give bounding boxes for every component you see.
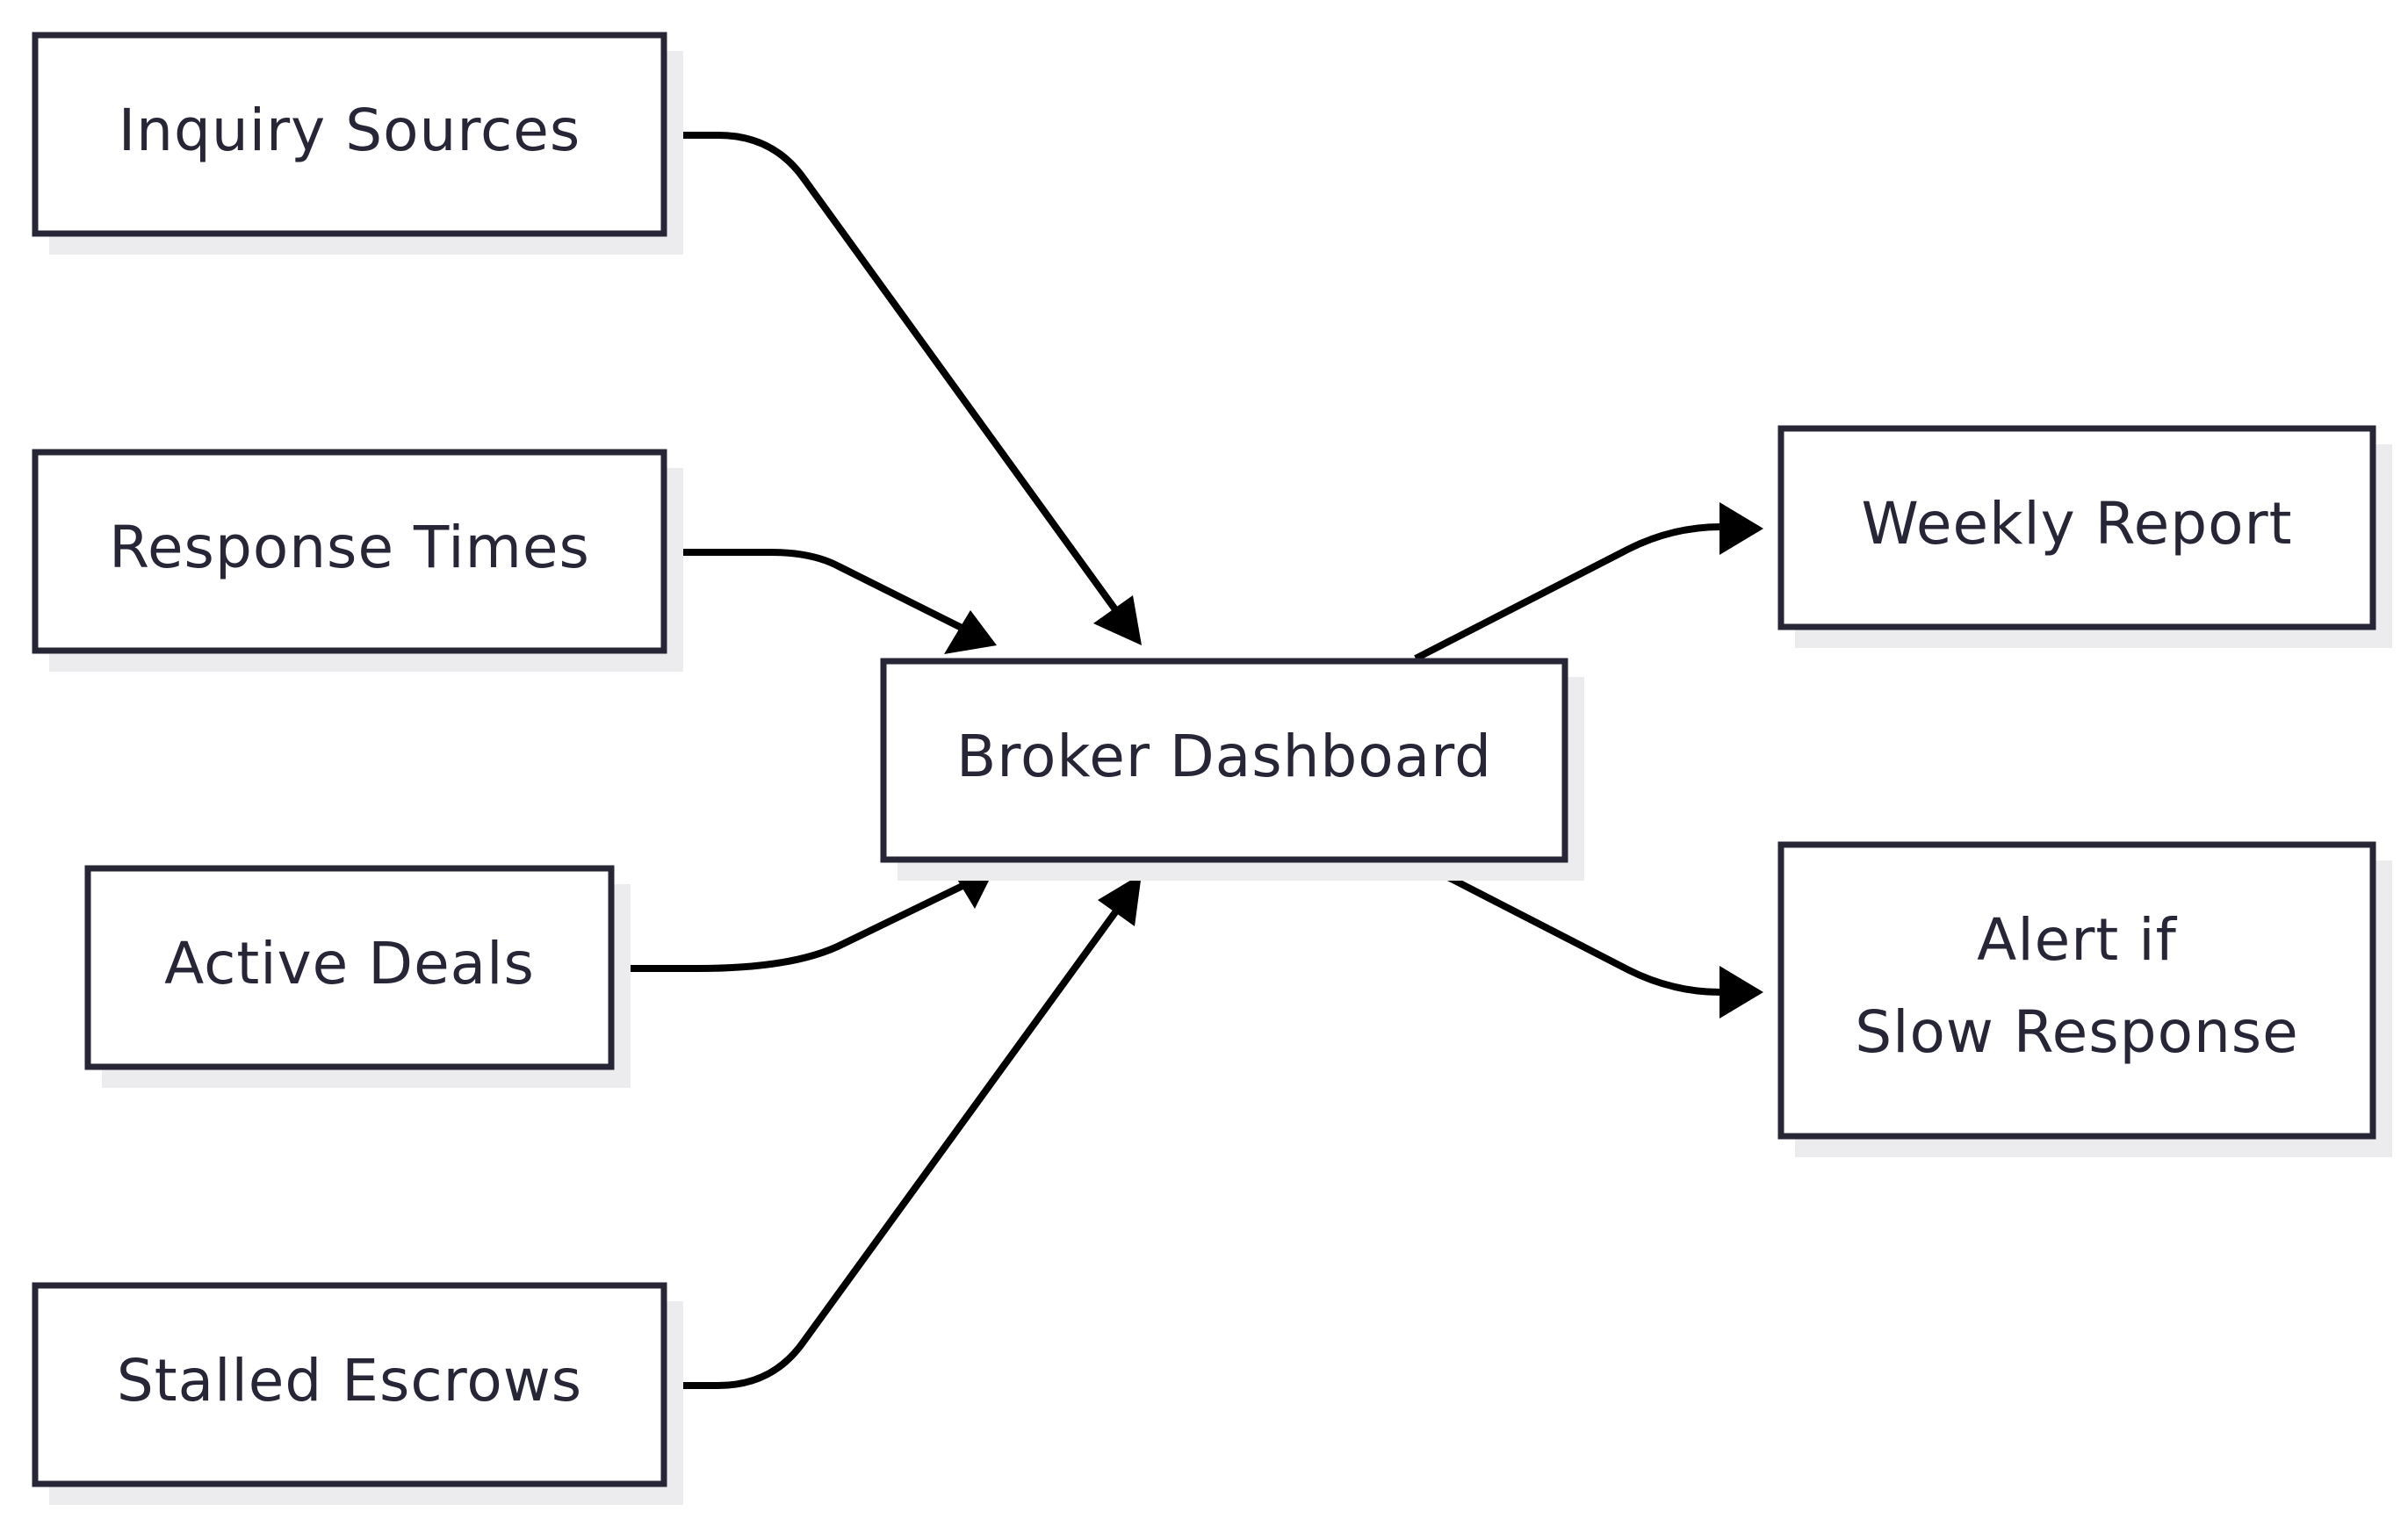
edge-response-times-to-broker-dashboard [666,549,997,654]
node-broker-dashboard: Broker Dashboard [880,658,1584,881]
node-response-times-label: Response Times [109,514,590,581]
node-broker-dashboard-label: Broker Dashboard [956,723,1492,790]
edge-inquiry-sources-to-broker-dashboard [666,132,1142,645]
node-response-times: Response Times [32,449,683,672]
node-weekly-report: Weekly Report [1777,425,2392,648]
arrowhead-icon [1093,595,1142,645]
node-weekly-report-label: Weekly Report [1862,490,2293,558]
node-alert-label-line1: Alert if [1977,906,2177,974]
arrowhead-icon [1719,966,1763,1019]
edge-broker-dashboard-to-alert [1414,857,1763,1019]
edge-stalled-escrows-to-broker-dashboard [666,874,1142,1389]
node-stalled-escrows-label: Stalled Escrows [117,1347,582,1415]
arrowhead-icon [1719,502,1763,555]
node-stalled-escrows: Stalled Escrows [32,1282,683,1505]
node-alert-label-line2: Slow Response [1855,998,2299,1066]
node-inquiry-sources-label: Inquiry Sources [119,97,581,164]
node-active-deals-label: Active Deals [164,930,535,997]
node-alert-slow-response: Alert if Slow Response [1777,841,2392,1157]
arrowhead-icon [1098,874,1142,926]
node-inquiry-sources: Inquiry Sources [32,32,683,255]
edge-broker-dashboard-to-weekly-report [1414,502,1763,662]
arrowhead-icon [944,610,997,654]
edges [613,132,1763,1389]
node-active-deals: Active Deals [84,865,631,1088]
